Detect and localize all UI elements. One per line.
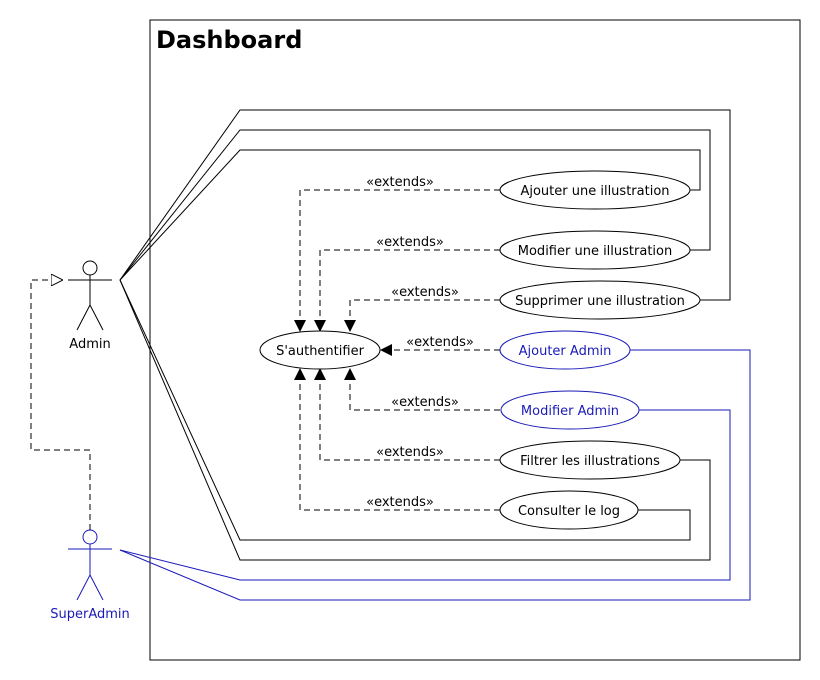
extend-label: «extends» (391, 285, 459, 300)
association-superadmin-ajouter-admin (119, 349, 751, 601)
extend-consulter-log (294, 368, 500, 511)
use-case-auth[interactable]: S'authentifier (259, 330, 381, 370)
use-case-filtrer-illustrations[interactable]: Filtrer les illustrations (499, 440, 681, 480)
use-case-supprimer-illustration-label: Supprimer une illustration (515, 294, 685, 309)
use-case-ajouter-admin-label: Ajouter Admin (519, 344, 612, 359)
extend-filtrer-illustrations (314, 368, 500, 461)
extend-label: «extends» (366, 175, 434, 190)
use-case-ajouter-illustration[interactable]: Ajouter une illustration (499, 170, 691, 210)
use-case-ajouter-admin[interactable]: Ajouter Admin (499, 330, 631, 370)
use-case-consulter-log-label: Consulter le log (518, 504, 620, 519)
use-case-modifier-admin-label: Modifier Admin (521, 404, 619, 419)
actor-superadmin-name: SuperAdmin (50, 607, 130, 622)
extend-label: «extends» (406, 335, 474, 350)
association-admin-supprimer-illustration (119, 109, 731, 301)
system-title: Dashboard (156, 26, 302, 54)
use-case-modifier-illustration[interactable]: Modifier une illustration (499, 230, 691, 270)
actor-superadmin[interactable] (68, 529, 112, 601)
extend-label: «extends» (366, 495, 434, 510)
association-admin-consulter-log (119, 279, 691, 541)
use-case-modifier-illustration-label: Modifier une illustration (518, 244, 672, 259)
extend-modifier-illustration (314, 249, 500, 332)
extend-label: «extends» (391, 395, 459, 410)
extend-supprimer-illustration (344, 299, 500, 332)
extend-label: «extends» (376, 235, 444, 250)
admin-associations (119, 109, 731, 561)
use-case-auth-label: S'authentifier (276, 344, 365, 359)
use-case-ajouter-illustration-label: Ajouter une illustration (520, 184, 669, 199)
extend-dependencies (294, 189, 500, 511)
association-admin-ajouter-illustration (119, 149, 701, 281)
extend-labels: «extends» «extends» «extends» «extends» … (366, 175, 474, 510)
use-case-supprimer-illustration[interactable]: Supprimer une illustration (499, 280, 701, 320)
actor-admin[interactable] (68, 260, 112, 331)
extend-ajouter-illustration (294, 189, 500, 332)
generalization-superadmin-admin (30, 280, 91, 530)
association-admin-modifier-illustration (119, 129, 711, 281)
extend-label: «extends» (376, 445, 444, 460)
extend-modifier-admin (344, 368, 500, 411)
actor-admin-name: Admin (69, 337, 110, 352)
system-boundary: Dashboard (149, 19, 801, 661)
superadmin-associations (119, 349, 751, 601)
association-admin-filtrer-illustrations (119, 279, 711, 561)
use-case-modifier-admin[interactable]: Modifier Admin (500, 390, 640, 430)
use-case-consulter-log[interactable]: Consulter le log (499, 490, 639, 530)
association-superadmin-modifier-admin (119, 409, 731, 581)
use-case-filtrer-illustrations-label: Filtrer les illustrations (520, 454, 660, 469)
